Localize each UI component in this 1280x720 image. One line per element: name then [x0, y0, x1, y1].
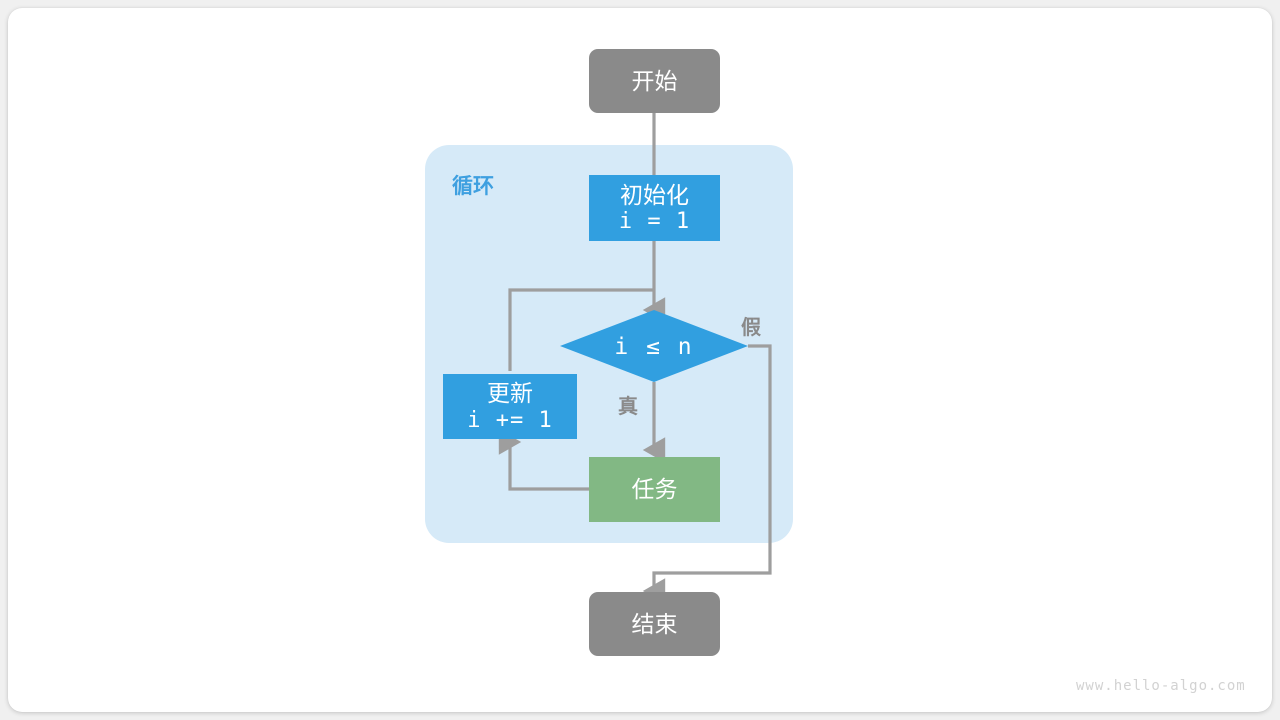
edge-condition-false-to-end — [642, 344, 772, 604]
edge-label-false: 假 — [741, 317, 761, 339]
node-task[interactable]: 任务 — [589, 457, 720, 522]
condition-diamond-shape — [560, 310, 748, 382]
node-init[interactable]: 初始化 i = 1 — [589, 175, 720, 241]
node-task-label: 任务 — [631, 476, 678, 503]
edge-task-to-update — [498, 429, 589, 491]
node-init-code: i = 1 — [618, 209, 691, 235]
node-start[interactable]: 开始 — [589, 49, 720, 113]
edge-label-true: 真 — [618, 396, 638, 418]
watermark: www.hello-algo.com — [1076, 678, 1246, 694]
node-update-label: 更新 — [487, 380, 533, 407]
node-start-label: 开始 — [631, 67, 678, 94]
loop-container-label: 循环 — [452, 175, 494, 198]
edge-update-to-condition — [508, 288, 654, 371]
node-end-label: 结束 — [631, 610, 678, 637]
node-update-code: i += 1 — [467, 407, 553, 433]
node-update[interactable]: 更新 i += 1 — [443, 374, 577, 439]
node-end[interactable]: 结束 — [589, 592, 720, 656]
node-init-label: 初始化 — [620, 181, 689, 208]
condition-label: i ≤ n — [614, 334, 694, 360]
